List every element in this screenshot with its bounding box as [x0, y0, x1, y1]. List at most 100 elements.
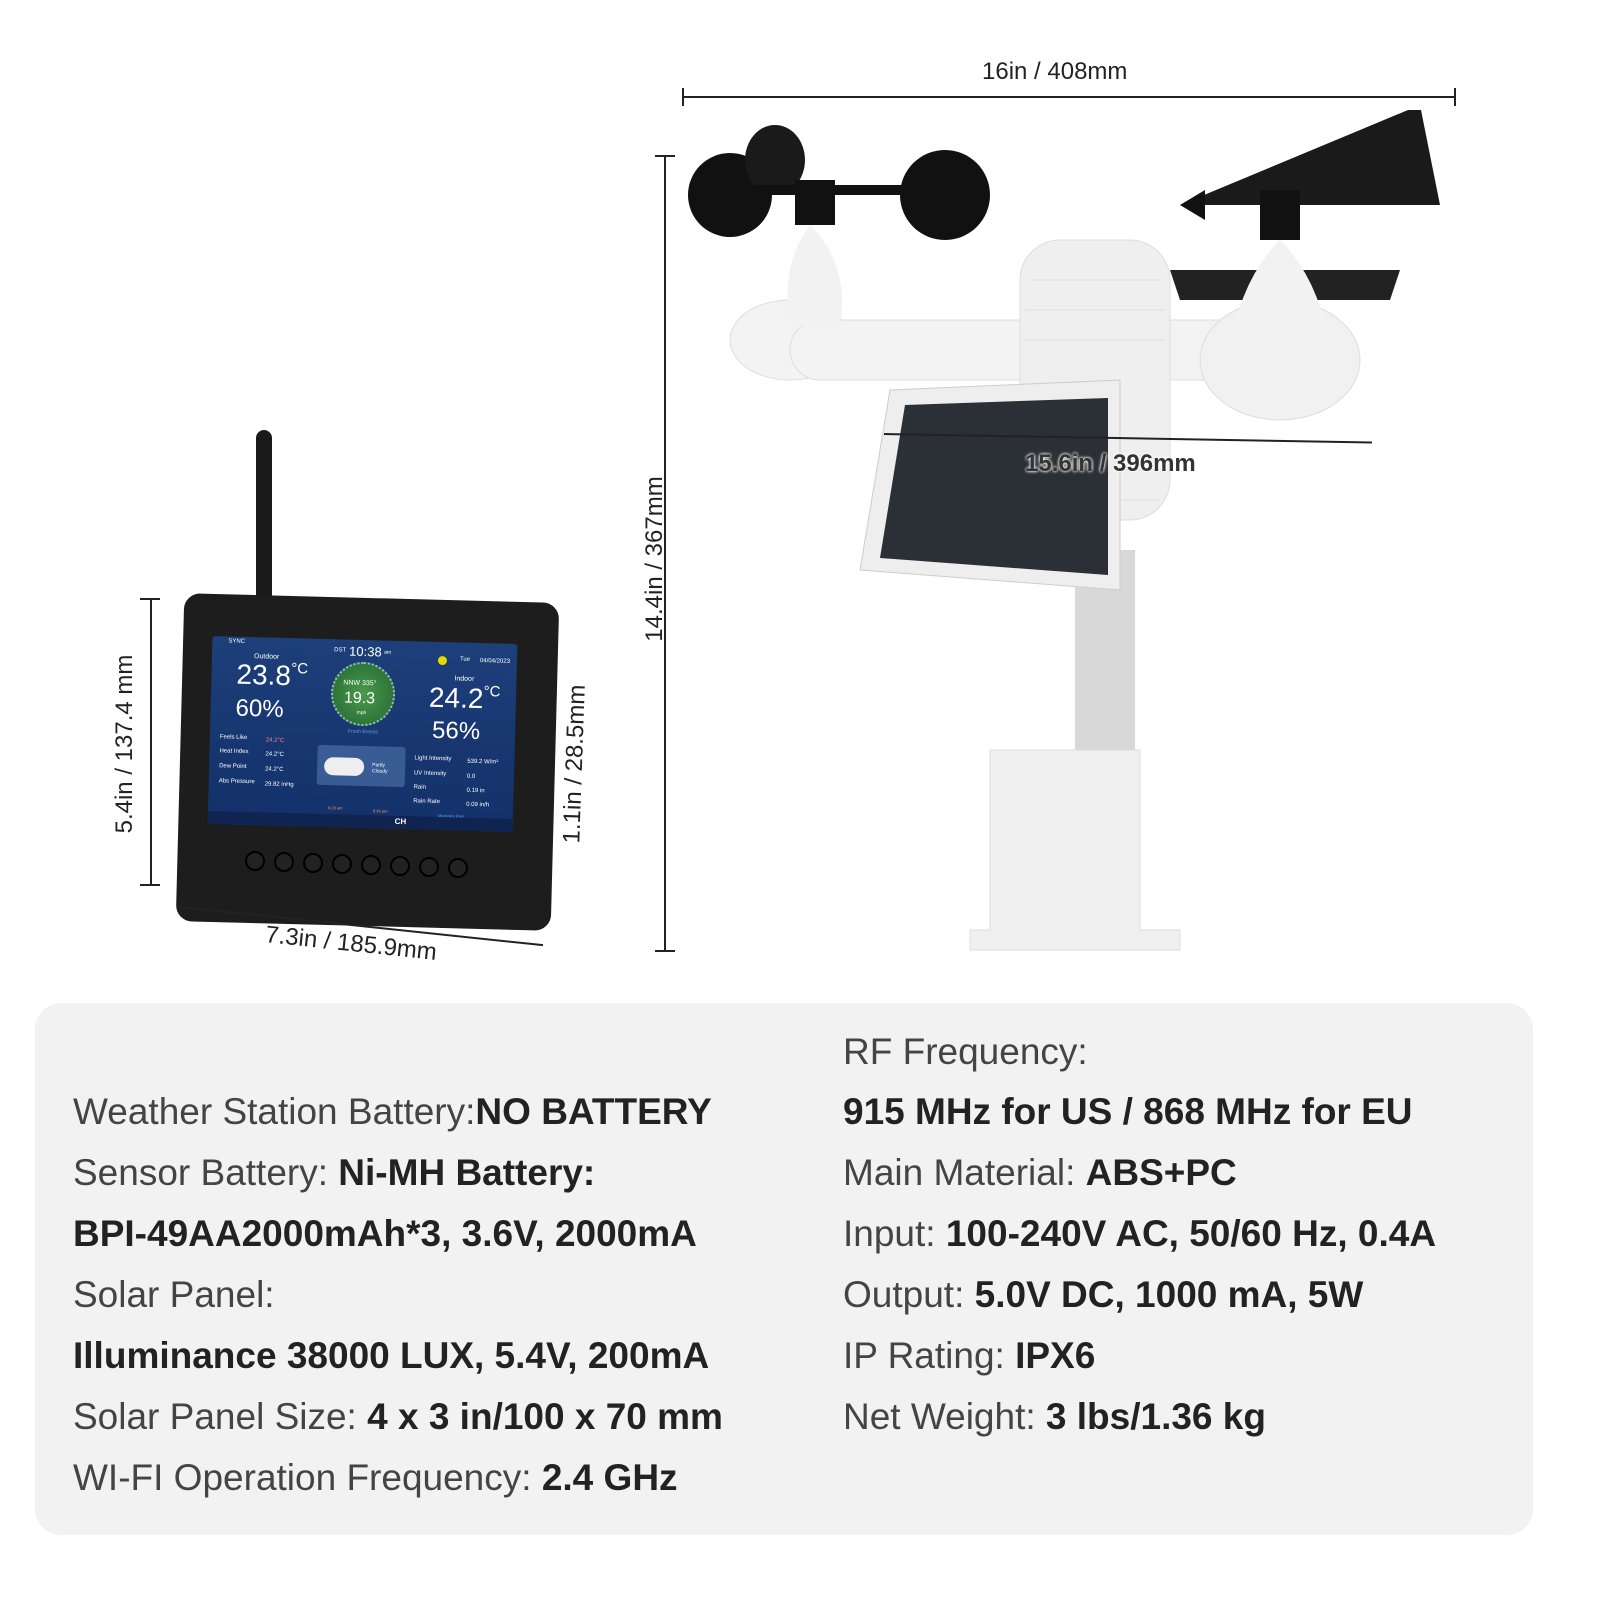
indoor-temp: 24.2°C	[429, 682, 501, 716]
spec-row: Solar Panel:	[73, 1274, 275, 1316]
dst-label: DST	[334, 647, 347, 654]
console-button[interactable]	[245, 851, 265, 871]
spec-row: Input: 100-240V AC, 50/60 Hz, 0.4A	[843, 1213, 1436, 1255]
spec-value: 3 lbs/1.36 kg	[1045, 1396, 1266, 1437]
wind-description: Fresh Breeze	[347, 728, 379, 736]
stat-label: Abs Pressure	[218, 778, 255, 786]
console-depth-label: 1.1in / 28.5mm	[558, 684, 591, 844]
spec-row: Net Weight: 3 lbs/1.36 kg	[843, 1396, 1266, 1438]
forecast-text: Partly Cloudy	[371, 762, 388, 775]
specifications-panel: Weather Station Battery:NO BATTERY Senso…	[35, 1003, 1533, 1535]
spec-value: 5.0V DC, 1000 mA, 5W	[974, 1274, 1364, 1315]
spec-label: Solar Panel:	[73, 1274, 275, 1315]
spec-label: Output:	[843, 1274, 975, 1315]
stat-value: 0.0	[466, 773, 476, 780]
stat-label: Feels Like	[219, 734, 248, 741]
spec-label: Solar Panel Size:	[73, 1396, 368, 1437]
spec-label: Net Weight:	[843, 1396, 1046, 1437]
day: Tue	[459, 656, 471, 663]
tick	[655, 155, 675, 157]
spec-label: IP Rating:	[843, 1335, 1016, 1376]
spec-row: 915 MHz for US / 868 MHz for EU	[843, 1091, 1413, 1133]
stat-label: Rain Rate	[413, 798, 441, 806]
spec-value: 4 x 3 in/100 x 70 mm	[367, 1396, 723, 1437]
indoor-temp-unit: °C	[483, 683, 501, 701]
channel-button[interactable]: CH	[394, 816, 407, 827]
clock-ampm: am	[384, 649, 392, 656]
spec-row: Sensor Battery: Ni-MH Battery:	[73, 1152, 595, 1194]
console-button[interactable]	[448, 858, 468, 878]
stat-value: 539.2 W/m²	[467, 758, 499, 766]
spec-row: BPI-49AA2000mAh*3, 3.6V, 2000mA	[73, 1213, 697, 1255]
spec-row: IP Rating: IPX6	[843, 1335, 1095, 1377]
console-button[interactable]	[419, 857, 439, 877]
sun-icon	[437, 655, 448, 666]
stat-label: Light Intensity	[414, 755, 452, 763]
weather-station-image	[688, 110, 1440, 951]
station-height-label: 14.4in / 367mm	[641, 476, 668, 642]
spec-label: Main Material:	[843, 1152, 1086, 1193]
station-width-label: 16in / 408mm	[982, 58, 1128, 85]
outdoor-temp: 23.8°C	[236, 659, 308, 693]
height-dimension-line	[664, 155, 666, 952]
spec-label: WI-FI Operation Frequency:	[73, 1457, 542, 1498]
console-width-label: 7.3in / 185.9mm	[264, 921, 439, 966]
spec-row: Weather Station Battery:NO BATTERY	[73, 1091, 712, 1133]
stat-value: 0.09 in/h	[466, 801, 490, 809]
spec-label: Sensor Battery:	[73, 1152, 339, 1193]
stat-value: 24.2°C	[264, 766, 284, 773]
console-button[interactable]	[361, 855, 381, 875]
spec-label: Weather Station Battery:	[73, 1091, 476, 1132]
spec-row: WI-FI Operation Frequency: 2.4 GHz	[73, 1457, 678, 1499]
console-screen: SYNC DST 10:38 am Tue 04/04/2023 Outdoor…	[207, 636, 518, 832]
spec-row: Illuminance 38000 LUX, 5.4V, 200mA	[73, 1335, 709, 1377]
outdoor-humidity: 60%	[235, 694, 285, 723]
tick	[140, 884, 160, 886]
spec-row: Output: 5.0V DC, 1000 mA, 5W	[843, 1274, 1363, 1316]
spec-value: NO BATTERY	[475, 1091, 712, 1132]
cloud-icon	[323, 757, 365, 777]
sync-status: SYNC	[228, 638, 246, 645]
console-button[interactable]	[332, 854, 352, 874]
spec-value: 2.4 GHz	[541, 1457, 678, 1498]
spec-value: ABS+PC	[1085, 1152, 1237, 1193]
stat-label: UV Intensity	[413, 770, 447, 778]
wind-unit: mph	[356, 709, 367, 717]
sunrise-time: 6:23 am	[327, 805, 343, 811]
spec-value: IPX6	[1015, 1335, 1096, 1376]
spec-label: Input:	[843, 1213, 946, 1254]
stat-value: 24.2°C	[265, 737, 285, 744]
wind-direction: NNW 335°	[343, 679, 377, 688]
tick	[655, 950, 675, 952]
spec-row: RF Frequency:	[843, 1031, 1088, 1073]
wind-speed: 19.3	[343, 689, 376, 708]
tick	[682, 88, 684, 106]
outdoor-temp-unit: °C	[290, 660, 309, 678]
console-height-label: 5.4in / 137.4 mm	[111, 654, 138, 834]
width-dimension-line	[682, 96, 1456, 98]
spec-row: Main Material: ABS+PC	[843, 1152, 1237, 1194]
stat-label: Rain	[413, 784, 427, 791]
stat-label: Heat Index	[219, 748, 249, 756]
outdoor-temp-value: 23.8	[236, 658, 292, 692]
console-button[interactable]	[390, 856, 410, 876]
stat-value: 29.82 inHg	[264, 781, 294, 789]
sunset-time: 6:45 pm	[372, 808, 388, 814]
console-height-line	[150, 598, 152, 886]
spec-value: 915 MHz for US / 868 MHz for EU	[843, 1091, 1413, 1132]
date: 04/04/2023	[479, 658, 511, 665]
console-button[interactable]	[274, 852, 294, 872]
clock-time: 10:38	[348, 643, 382, 660]
spec-value: 100-240V AC, 50/60 Hz, 0.4A	[945, 1213, 1437, 1254]
antenna	[256, 430, 272, 610]
spec-value: Illuminance 38000 LUX, 5.4V, 200mA	[73, 1335, 710, 1376]
indoor-humidity: 56%	[431, 716, 481, 746]
spec-value: BPI-49AA2000mAh*3, 3.6V, 2000mA	[73, 1213, 697, 1254]
stat-label: Dew Point	[219, 763, 247, 770]
spec-label: RF Frequency:	[843, 1031, 1088, 1072]
stat-value: 0.19 in	[466, 787, 485, 795]
tick	[140, 598, 160, 600]
console-button[interactable]	[303, 853, 323, 873]
spec-row: Solar Panel Size: 4 x 3 in/100 x 70 mm	[73, 1396, 723, 1438]
indoor-temp-value: 24.2	[428, 681, 484, 715]
